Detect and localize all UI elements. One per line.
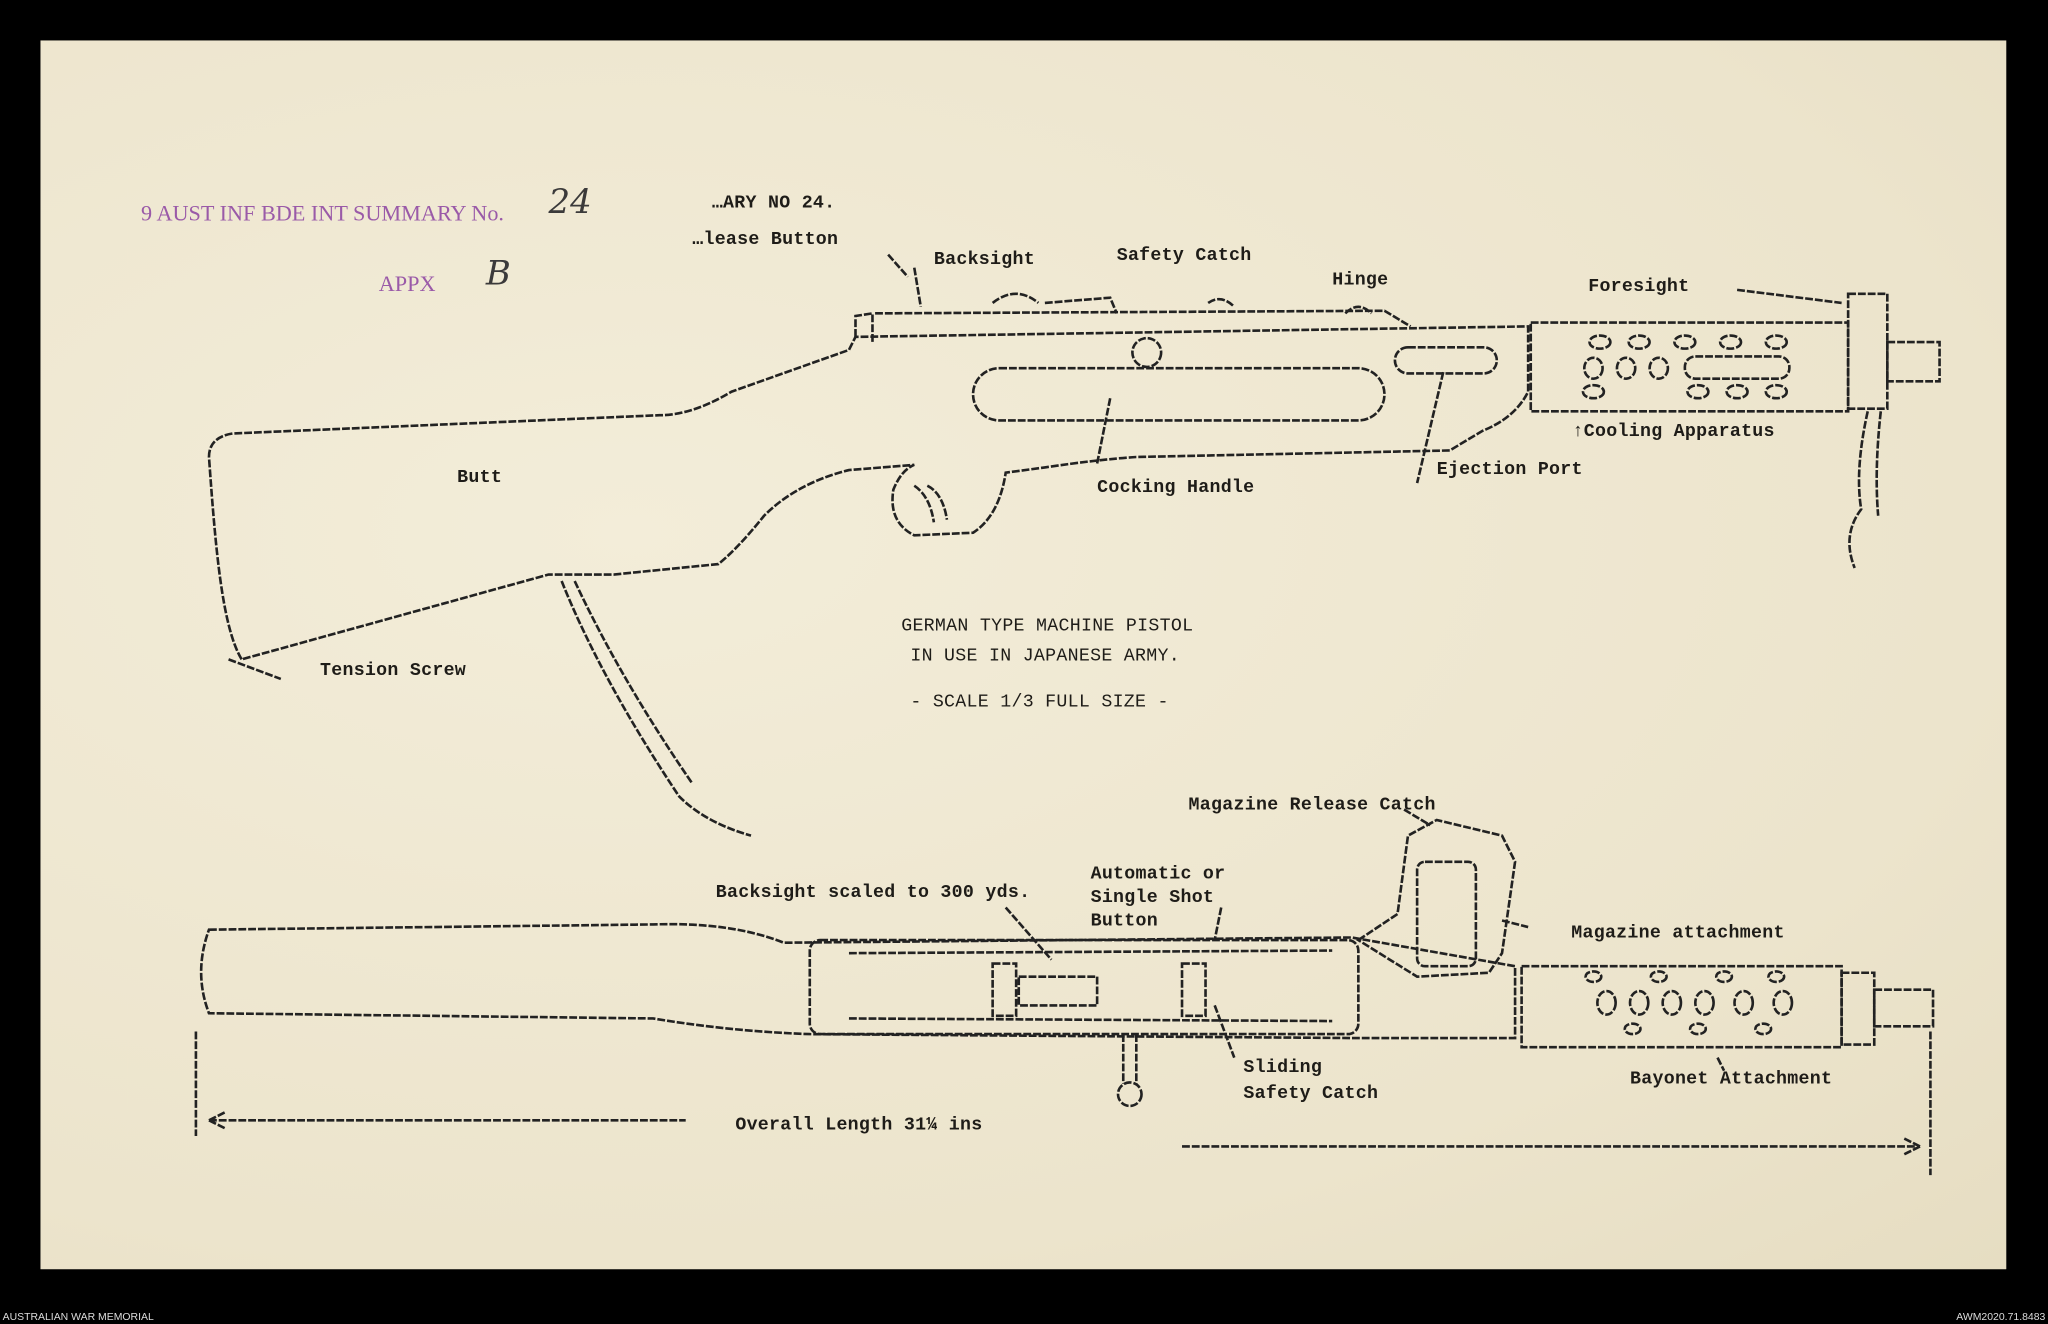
label-auto-2: Single Shot	[1090, 887, 1215, 909]
label-mag-release: Magazine Release Catch	[1188, 795, 1436, 817]
cocking-handle-top	[1121, 1034, 1138, 1084]
label-mag-attachment: Magazine attachment	[1571, 923, 1785, 945]
dimension-lines	[194, 1031, 1932, 1176]
label-hinge: Hinge	[1332, 270, 1389, 292]
label-sliding-safety: Safety Catch	[1243, 1083, 1379, 1105]
ejection-port	[1393, 346, 1499, 375]
sling-front	[1848, 411, 1883, 569]
magazine-housing	[1355, 818, 1517, 978]
label-butt: Butt	[457, 467, 503, 489]
foresight-block	[1846, 292, 1889, 410]
title-line1: GERMAN TYPE MACHINE PISTOL	[901, 616, 1194, 638]
summary-number: 24	[548, 182, 592, 222]
top-cooling-holes	[1584, 970, 1794, 1036]
label-cocking-handle: Cocking Handle	[1097, 477, 1255, 499]
barrel-jacket	[1529, 321, 1850, 413]
appx-letter: B	[485, 254, 511, 294]
barrel-jacket-top	[1520, 964, 1843, 1049]
label-foresight: Foresight	[1588, 276, 1690, 298]
muzzle	[1886, 340, 1941, 383]
label-backsight-scaled: Backsight scaled to 300 yds.	[715, 882, 1031, 904]
side-view-outline	[207, 325, 1530, 661]
label-cooling-text: Cooling Apparatus	[1583, 421, 1775, 443]
receiver-tube	[808, 938, 1360, 1036]
title-scale: - SCALE 1/3 FULL SIZE -	[910, 692, 1169, 713]
cocking-slot	[971, 366, 1386, 422]
document-paper	[40, 40, 2007, 1270]
label-sliding: Sliding	[1243, 1057, 1323, 1079]
label-release-button: …lease Button	[692, 229, 839, 251]
sling-rear	[560, 580, 752, 837]
label-overall-length: Overall Length 31¼ ins	[735, 1115, 983, 1136]
cooling-holes	[1581, 334, 1791, 400]
label-auto-3: Button	[1090, 911, 1159, 933]
label-bayonet: Bayonet Attachment	[1630, 1069, 1833, 1091]
typed-header: …ARY NO 24.	[711, 193, 836, 215]
label-safety-catch: Safety Catch	[1116, 245, 1252, 267]
top-view-drawing	[194, 808, 1935, 1176]
side-view-drawing	[207, 253, 1941, 837]
label-cooling-apparatus: ↑Cooling Apparatus	[1572, 421, 1775, 443]
footer-institution: AUSTRALIAN WAR MEMORIAL	[2, 1310, 154, 1323]
unit-stamp: 9 AUST INF BDE INT SUMMARY No.	[141, 201, 504, 226]
label-tension-screw: Tension Screw	[319, 660, 467, 682]
label-ejection-port: Ejection Port	[1436, 459, 1583, 481]
label-backsight: Backsight	[933, 249, 1035, 271]
footer-accession: AWM2020.71.8483	[1956, 1310, 2046, 1323]
appx-stamp: APPX	[378, 271, 436, 297]
title-line2: IN USE IN JAPANESE ARMY.	[910, 646, 1180, 668]
label-auto-1: Automatic or	[1090, 864, 1226, 886]
top-view-outline	[199, 922, 1517, 1040]
